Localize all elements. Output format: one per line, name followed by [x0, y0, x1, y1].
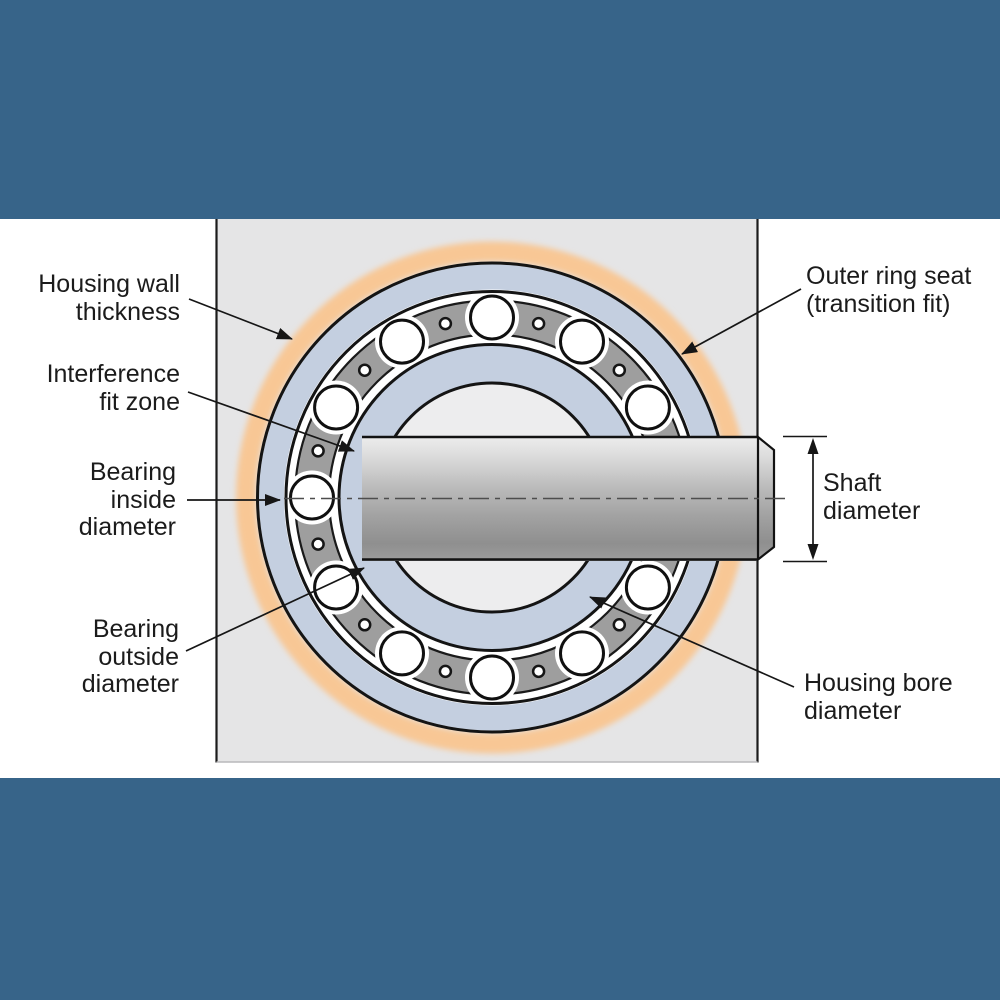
label-line: fit zone	[99, 387, 180, 416]
label-line: (transition fit)	[806, 289, 951, 318]
label-line: inside	[110, 485, 176, 514]
label-line: Outer ring seat	[806, 262, 972, 290]
label-shaft-diameter: Shaft diameter	[823, 469, 921, 525]
top-border-band	[0, 0, 1000, 219]
label-line: Interference	[46, 360, 180, 388]
dim-arrow-down	[807, 544, 819, 560]
label-line: Housing wall	[38, 270, 180, 298]
dim-arrow-up	[807, 438, 819, 454]
label-interference-fit-zone: Interference fit zone	[8, 360, 180, 416]
label-line: thickness	[75, 297, 180, 326]
label-bearing-outside-diameter: Bearing outside diameter	[8, 615, 179, 699]
label-housing-wall-thickness: Housing wall thickness	[8, 270, 180, 326]
label-line: outside	[98, 642, 179, 671]
label-bearing-inside-diameter: Bearing inside diameter	[8, 458, 176, 542]
label-line: Bearing	[92, 615, 179, 643]
leader-interference-fit	[187, 391, 355, 452]
label-outer-ring-seat: Outer ring seat (transition fit)	[806, 262, 972, 318]
label-housing-bore-diameter: Housing bore diameter	[804, 669, 953, 725]
label-line: diameter	[81, 670, 179, 698]
label-line: Bearing	[89, 458, 176, 486]
label-line: diameter	[78, 513, 176, 541]
leader-bearing-outside	[185, 567, 365, 652]
label-line: Housing bore	[804, 669, 953, 697]
leader-housing-bore	[589, 596, 795, 688]
label-line: Shaft	[823, 469, 882, 497]
label-line: diameter	[804, 696, 902, 725]
bottom-border-band	[0, 778, 1000, 1000]
label-line: diameter	[823, 496, 921, 525]
leader-lines	[185, 288, 802, 688]
shaft-diameter-dimension	[783, 435, 827, 563]
leader-outer-ring-seat	[681, 288, 802, 355]
leader-housing-wall	[188, 298, 293, 340]
